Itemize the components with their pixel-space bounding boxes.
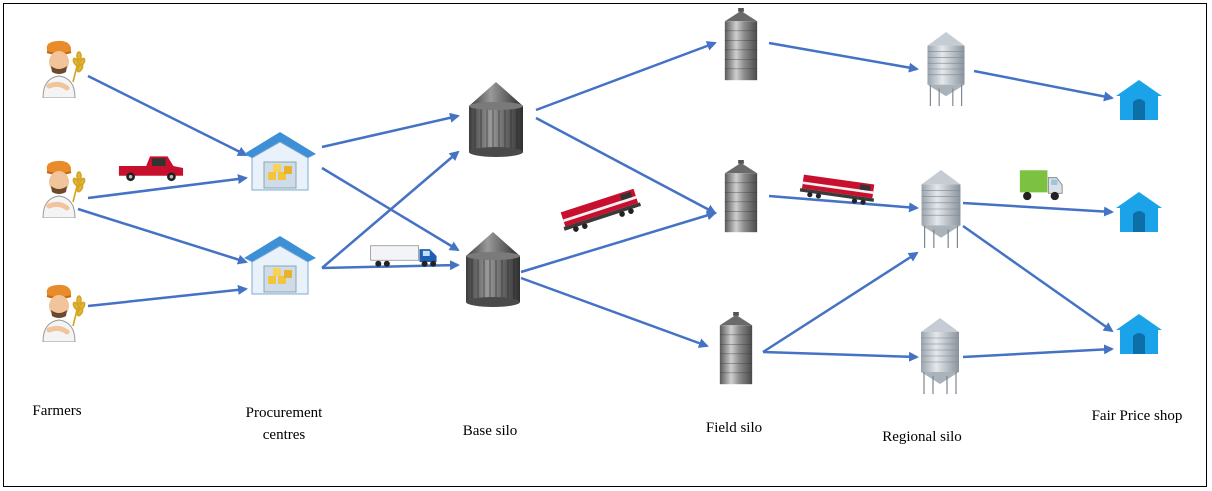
arrow-farmer1-to-procurement1 — [87, 74, 248, 157]
arrow-farmer3-to-procurement2 — [87, 284, 248, 308]
arrow-farmer2-to-procurement2 — [77, 207, 248, 265]
label-field-silo: Field silo — [705, 420, 763, 436]
label-procurement-line2: centres — [262, 427, 306, 443]
label-procurement-centres: Procurement centres — [226, 402, 342, 446]
flow-arrows — [77, 41, 1114, 362]
arrow-base1-to-field1 — [535, 41, 717, 112]
cone-silo-icon — [920, 169, 962, 249]
arrow-base1-to-field2 — [535, 116, 717, 215]
shop-icon — [1116, 80, 1162, 120]
shop-icon — [1116, 192, 1162, 232]
round-silo-icon — [468, 81, 524, 158]
warehouse-icon — [243, 131, 317, 191]
farmer-icon — [43, 285, 86, 342]
lorry-icon — [1019, 169, 1063, 201]
label-fair-price-shop: Fair Price shop — [1091, 408, 1183, 424]
arrow-field3-to-regional3 — [762, 350, 919, 362]
arrow-procurement1-to-base1 — [321, 112, 460, 149]
tall-silo-icon — [719, 312, 753, 385]
tall-silo-icon — [724, 8, 758, 81]
pickup-truck-icon — [118, 156, 184, 182]
arrow-base2-to-field3 — [520, 276, 709, 348]
arrow-field1-to-regional1 — [768, 41, 919, 73]
arrow-farmer2-to-procurement1 — [87, 174, 248, 200]
arrow-regional3-to-shop3 — [962, 344, 1114, 359]
semi-truck-icon — [370, 245, 438, 268]
locomotive-icon — [558, 188, 643, 236]
arrow-field2-to-regional2 — [768, 194, 919, 213]
label-base-silo: Base silo — [462, 423, 518, 439]
label-farmers: Farmers — [32, 403, 82, 419]
warehouse-icon — [243, 235, 317, 295]
label-procurement-line1: Procurement — [245, 405, 323, 421]
arrow-procurement2-to-base2 — [321, 260, 460, 271]
arrow-regional1-to-shop1 — [973, 69, 1114, 102]
arrow-regional2-to-shop2 — [962, 201, 1114, 217]
arrow-procurement2-to-base1 — [321, 150, 460, 269]
label-regional-silo: Regional silo — [882, 429, 962, 445]
shop-icon — [1116, 314, 1162, 354]
cone-silo-icon — [920, 317, 960, 395]
farmer-icon — [43, 41, 86, 98]
arrow-field3-to-regional2 — [762, 251, 919, 354]
tall-silo-icon — [724, 160, 758, 233]
cone-silo-icon — [926, 31, 966, 107]
arrow-regional2-to-shop3 — [962, 224, 1114, 333]
arrow-base2-to-field2 — [520, 210, 717, 274]
round-silo-icon — [465, 231, 521, 308]
